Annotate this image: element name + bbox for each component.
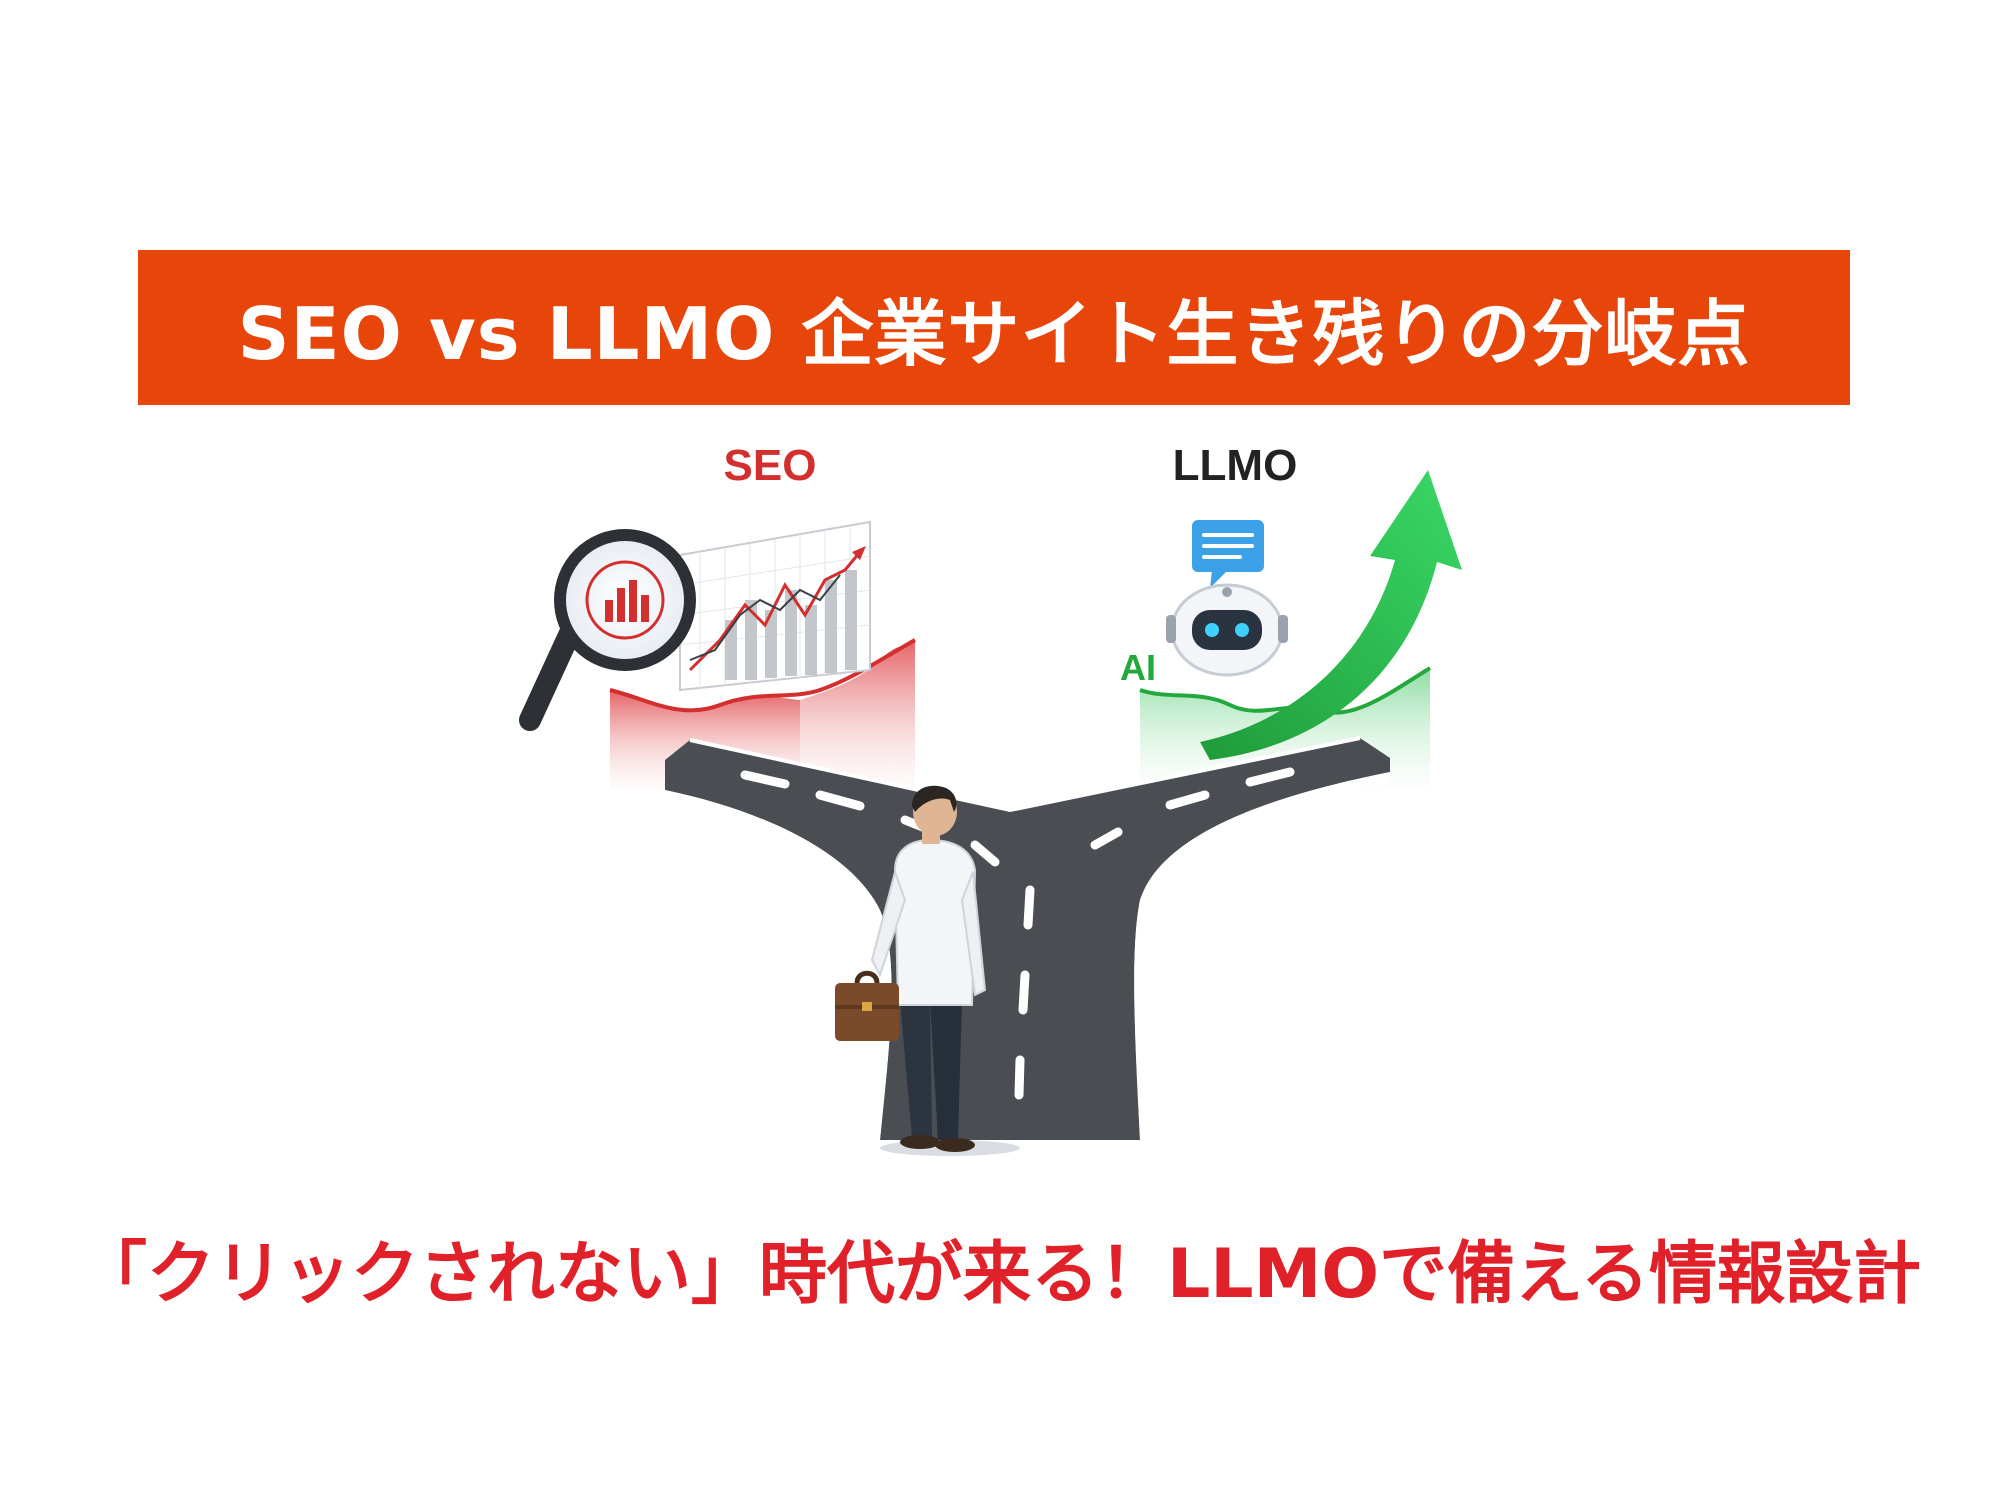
chat-bubble-icon <box>1192 520 1264 588</box>
title-banner: SEO vs LLMO 企業サイト生き残りの分岐点 <box>138 250 1850 405</box>
businessman-figure <box>870 785 1020 1156</box>
seo-label: SEO <box>724 441 817 490</box>
line-chart-icon <box>679 520 871 692</box>
road <box>665 736 1390 1140</box>
ai-label: AI <box>1120 647 1156 688</box>
llmo-label: LLMO <box>1173 441 1298 490</box>
up-arrow-icon <box>1200 470 1462 760</box>
briefcase-icon <box>835 970 899 1041</box>
subtitle-text: 「クリックされない」時代が来る！LLMOで備える情報設計 <box>78 1235 1922 1314</box>
seo-red-area-right <box>800 640 915 790</box>
banner-title: SEO vs LLMO 企業サイト生き残りの分岐点 <box>237 292 1751 376</box>
magnifier-icon <box>519 529 696 731</box>
robot-icon <box>1166 583 1288 677</box>
